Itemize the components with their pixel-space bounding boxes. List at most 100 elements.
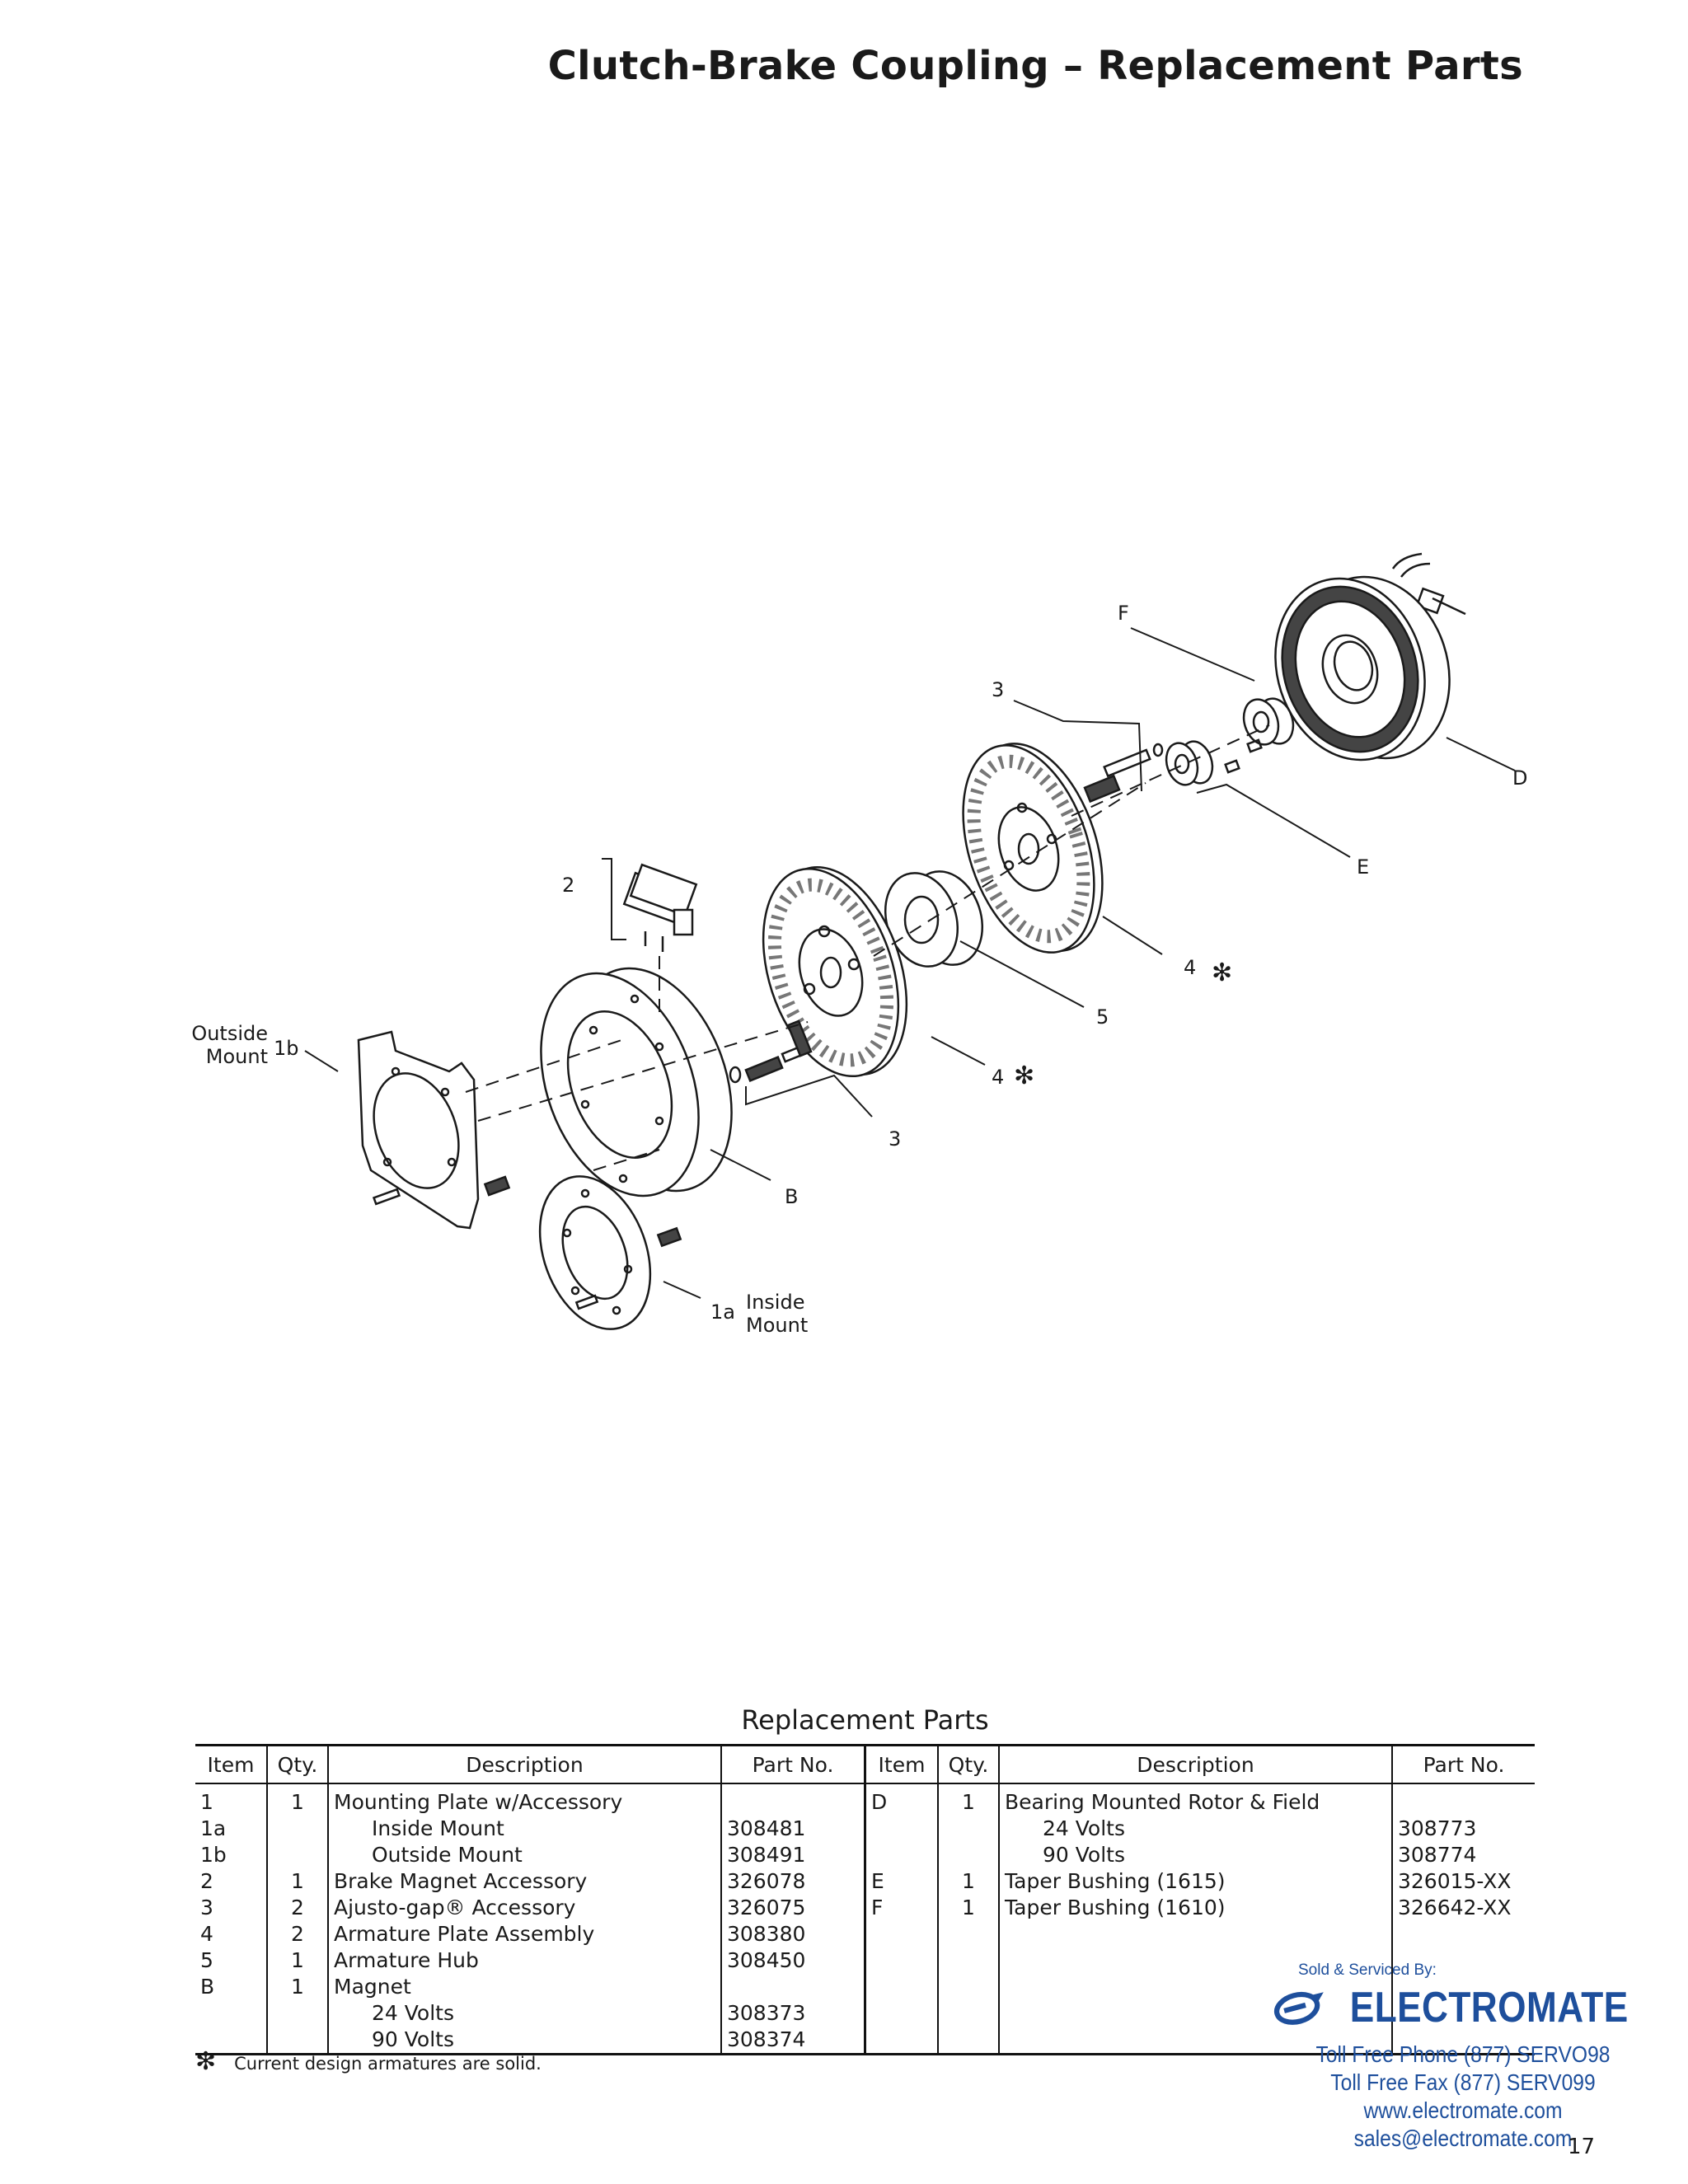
leader-5 (959, 940, 1085, 1008)
armature-hub-part-5 (884, 870, 984, 968)
cell-part-no: 326075 (720, 1895, 864, 1921)
cell-part-no: 308481 (720, 1816, 864, 1842)
cell-item: 3 (200, 1896, 213, 1919)
cell-part-no: 308491 (720, 1842, 864, 1868)
cell-qty (266, 2000, 328, 2027)
dealer-brand: ELECTROMATE (1273, 1983, 1653, 2032)
cell-item: E (871, 1869, 884, 1893)
callout-e: E (1357, 855, 1369, 879)
cell-item: 1a (200, 1816, 227, 1840)
callout-4-bottom: 4 (992, 1066, 1004, 1089)
footnote-star: ✻ (195, 2047, 217, 2076)
cell-part-no: 308774 (1391, 1842, 1535, 1868)
cell-description (998, 1974, 1392, 2000)
cell-qty: 1 (266, 1974, 328, 2000)
col-qty: Qty. (266, 1746, 328, 1784)
dealer-website[interactable]: www.electromate.com (1363, 2097, 1563, 2123)
table-row (866, 2000, 1535, 2027)
leader-1b (304, 1050, 339, 1072)
cell-item (195, 2000, 267, 2027)
cell-item: 4 (200, 1922, 213, 1946)
inside-mount-label-2: Mount (746, 1314, 808, 1337)
leader-4-bottom (931, 1036, 986, 1066)
brake-magnet-part-2 (622, 863, 698, 952)
replacement-parts-table: Replacement Parts Item Qty. Description … (195, 1704, 1535, 2055)
leader-4-top (1102, 916, 1163, 955)
cell-qty (937, 1842, 999, 1868)
leader-d (1446, 737, 1516, 771)
cell-item (866, 2000, 938, 2027)
cell-description: 24 Volts (998, 1816, 1392, 1842)
cell-qty (266, 1842, 328, 1868)
cell-description: Armature Hub (327, 1947, 721, 1974)
inside-mount-label-1: Inside (746, 1291, 804, 1314)
callout-d: D (1512, 766, 1527, 790)
page-number: 17 (1568, 2135, 1596, 2159)
table-row (866, 1974, 1535, 2000)
col-item: Item (195, 1746, 267, 1784)
callout-1a: 1a (710, 1301, 735, 1324)
callout-3-bottom: 3 (889, 1127, 901, 1151)
outside-mount-label-1: Outside (191, 1022, 268, 1045)
cell-qty: 2 (266, 1895, 328, 1921)
cell-qty (937, 1921, 999, 1947)
cell-part-no (1391, 1921, 1535, 1947)
cell-qty (937, 2000, 999, 2027)
cell-item: 2 (200, 1869, 213, 1893)
taper-bushing-part-e (1165, 738, 1263, 786)
outside-mount-label-2: Mount (206, 1045, 268, 1068)
cell-item (866, 1921, 938, 1947)
cell-description: Outside Mount (327, 1842, 721, 1868)
callout-3-top: 3 (992, 678, 1004, 701)
dealer-email[interactable]: sales@electromate.com (1353, 2125, 1573, 2151)
cell-part-no: 308373 (720, 2000, 864, 2027)
cell-part-no: 308450 (720, 1947, 864, 1974)
footnote: ✻ Current design armatures are solid. (195, 2047, 542, 2076)
cell-item (866, 1816, 938, 1842)
callout-f: F (1118, 602, 1129, 625)
rotor-field-part-d (1274, 552, 1466, 762)
cell-qty: 1 (266, 1947, 328, 1974)
armature-plate-top-part-4 (962, 743, 1104, 954)
callout-b: B (785, 1185, 798, 1208)
cell-description: Ajusto-gap® Accessory (327, 1895, 721, 1921)
cell-description: Taper Bushing (1615) (998, 1868, 1392, 1895)
leader-3-bottom (745, 1074, 873, 1118)
cell-description: Mounting Plate w/Accessory (327, 1783, 721, 1816)
cell-qty: 1 (266, 1783, 328, 1816)
leader-e (1196, 783, 1351, 858)
cell-description: 90 Volts (998, 1842, 1392, 1868)
footnote-text: Current design armatures are solid. (234, 2054, 542, 2074)
leader-1a (663, 1281, 701, 1299)
cell-part-no (1391, 1947, 1535, 1974)
cell-part-no: 326642-XX (1391, 1895, 1535, 1921)
cell-qty (266, 1816, 328, 1842)
cell-item (866, 2027, 938, 2053)
cell-item (866, 1947, 938, 1974)
cell-item: 1b (200, 1843, 227, 1867)
cell-part-no: 326078 (720, 1868, 864, 1895)
cell-item: 5 (200, 1948, 213, 1972)
cell-qty (937, 1947, 999, 1974)
dealer-name: ELECTROMATE (1349, 1984, 1629, 2032)
cell-part-no: 326015-XX (1391, 1868, 1535, 1895)
cell-item: B (200, 1975, 215, 1999)
callout-4-top: 4 (1184, 956, 1196, 979)
ajusto-gap-top-part-3 (1083, 743, 1164, 804)
magnet-part-b (540, 967, 733, 1197)
callout-1b: 1b (274, 1037, 299, 1060)
cell-description (998, 2027, 1392, 2053)
cell-part-no (1391, 2027, 1535, 2053)
cell-part-no (1391, 1783, 1535, 1816)
cell-part-no: 308380 (720, 1921, 864, 1947)
cell-description: Inside Mount (327, 1816, 721, 1842)
cell-qty (937, 1974, 999, 2000)
cell-description: 24 Volts (327, 2000, 721, 2027)
